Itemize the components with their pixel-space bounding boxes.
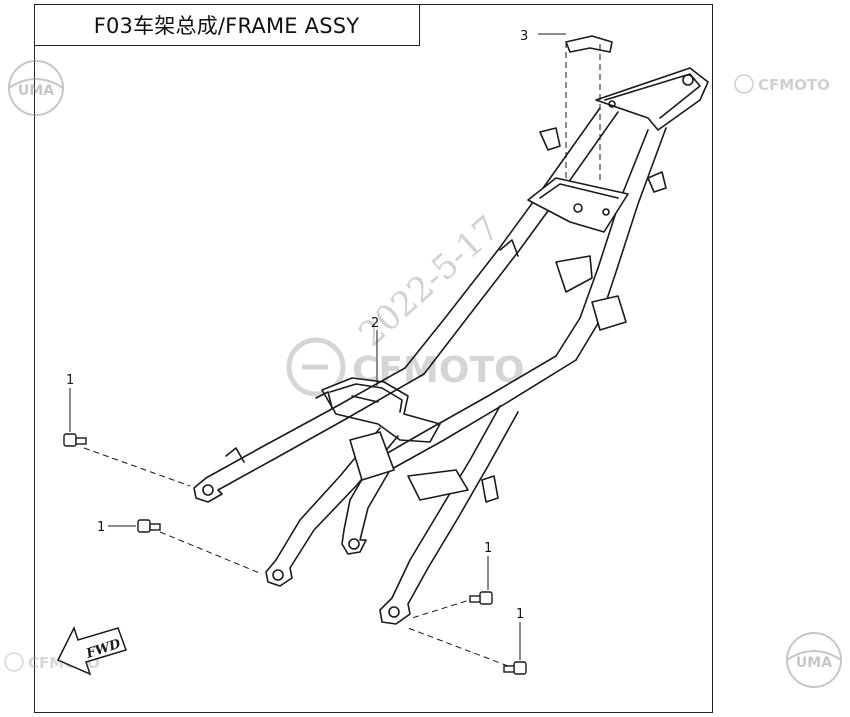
title-box: F03车架总成/FRAME ASSY bbox=[34, 4, 420, 46]
bolt-1b bbox=[137, 519, 161, 533]
cfmoto-logo-top-right: CFMOTO bbox=[734, 74, 830, 94]
uma-logo-text: UMA bbox=[796, 655, 832, 671]
page-title: F03车架总成/FRAME ASSY bbox=[93, 13, 360, 38]
callout-1: 1 bbox=[484, 541, 492, 556]
uma-logo-text: UMA bbox=[18, 83, 54, 99]
fwd-arrow-icon: FWD bbox=[56, 626, 127, 676]
uma-logo-top-left: UMA bbox=[8, 60, 64, 116]
callout-1: 1 bbox=[97, 520, 105, 535]
uma-logo-bottom-right: UMA bbox=[786, 632, 842, 688]
cfmoto-logo-text: CFMOTO bbox=[758, 76, 830, 94]
callout-1: 1 bbox=[516, 607, 524, 622]
bolt-1a bbox=[63, 433, 87, 447]
callout-1: 1 bbox=[66, 373, 74, 388]
leader-lines bbox=[69, 33, 601, 667]
frame-drawing bbox=[193, 35, 709, 625]
callout-3: 3 bbox=[520, 29, 528, 44]
bolt-1c bbox=[469, 591, 493, 605]
callout-2: 2 bbox=[371, 316, 379, 331]
drawing-border bbox=[34, 4, 713, 713]
date-watermark: 2022-5-17 bbox=[351, 208, 507, 354]
bolt-1d bbox=[503, 661, 527, 675]
